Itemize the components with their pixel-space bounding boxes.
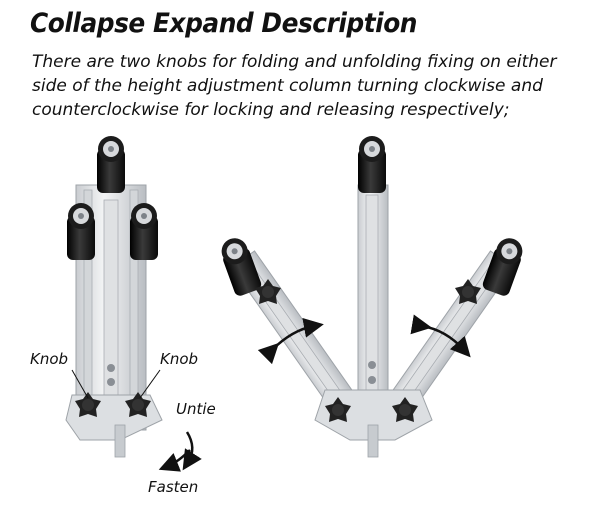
untie-label: Untie <box>176 400 216 418</box>
product-illustration <box>65 136 527 472</box>
description-text: There are two knobs for folding and unfo… <box>32 52 557 120</box>
knob-left-label: Knob <box>30 350 69 368</box>
expanded-stand <box>217 136 527 458</box>
folded-stand <box>65 136 202 472</box>
fasten-label: Fasten <box>148 478 199 496</box>
knob-right-label: Knob <box>160 350 199 368</box>
page-title: Collapse Expand Description <box>30 8 418 39</box>
